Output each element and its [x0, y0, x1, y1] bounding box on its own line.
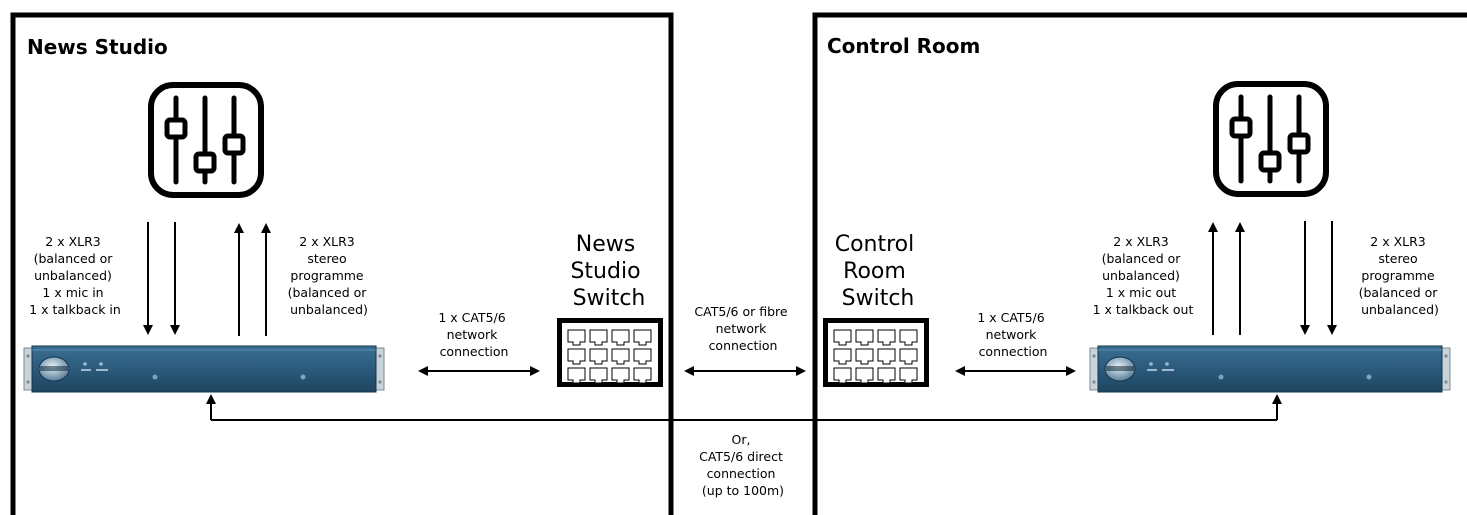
left-outputs-label: 2 x XLR3 stereo programme (balanced or u…: [288, 234, 371, 317]
news-studio-room-border: [10, 12, 674, 515]
middle-network-label: CAT5/6 or fibre network connection: [694, 304, 791, 353]
right-inputs-label: 2 x XLR3 (balanced or unbalanced) 1 x mi…: [1093, 234, 1194, 317]
network-switch-icon: [826, 321, 927, 385]
control-room-title: Control Room: [827, 34, 980, 58]
right-rack-unit-device: [1089, 345, 1451, 393]
right-audio-arrows: [1208, 221, 1337, 335]
right-network-label: 1 x CAT5/6 network connection: [977, 310, 1048, 359]
control-room-border: [812, 12, 1467, 515]
left-inputs-label: 2 x XLR3 (balanced or unbalanced) 1 x mi…: [29, 234, 121, 317]
left-audio-arrows: [143, 222, 271, 336]
direct-connection-label: Or, CAT5/6 direct connection (up to 100m…: [699, 432, 787, 498]
mixer-faders-icon: [1216, 84, 1326, 194]
left-network-label: 1 x CAT5/6 network connection: [438, 310, 509, 359]
news-studio-switch-label: News Studio Switch: [570, 232, 647, 311]
right-outputs-label: 2 x XLR3 stereo programme (balanced or u…: [1359, 234, 1442, 317]
mixer-faders-icon: [151, 85, 261, 195]
left-rack-unit-device: [23, 345, 385, 393]
control-room-switch-label: Control Room Switch: [835, 232, 922, 311]
news-studio-title: News Studio: [27, 35, 168, 59]
network-switch-icon: [560, 321, 661, 385]
